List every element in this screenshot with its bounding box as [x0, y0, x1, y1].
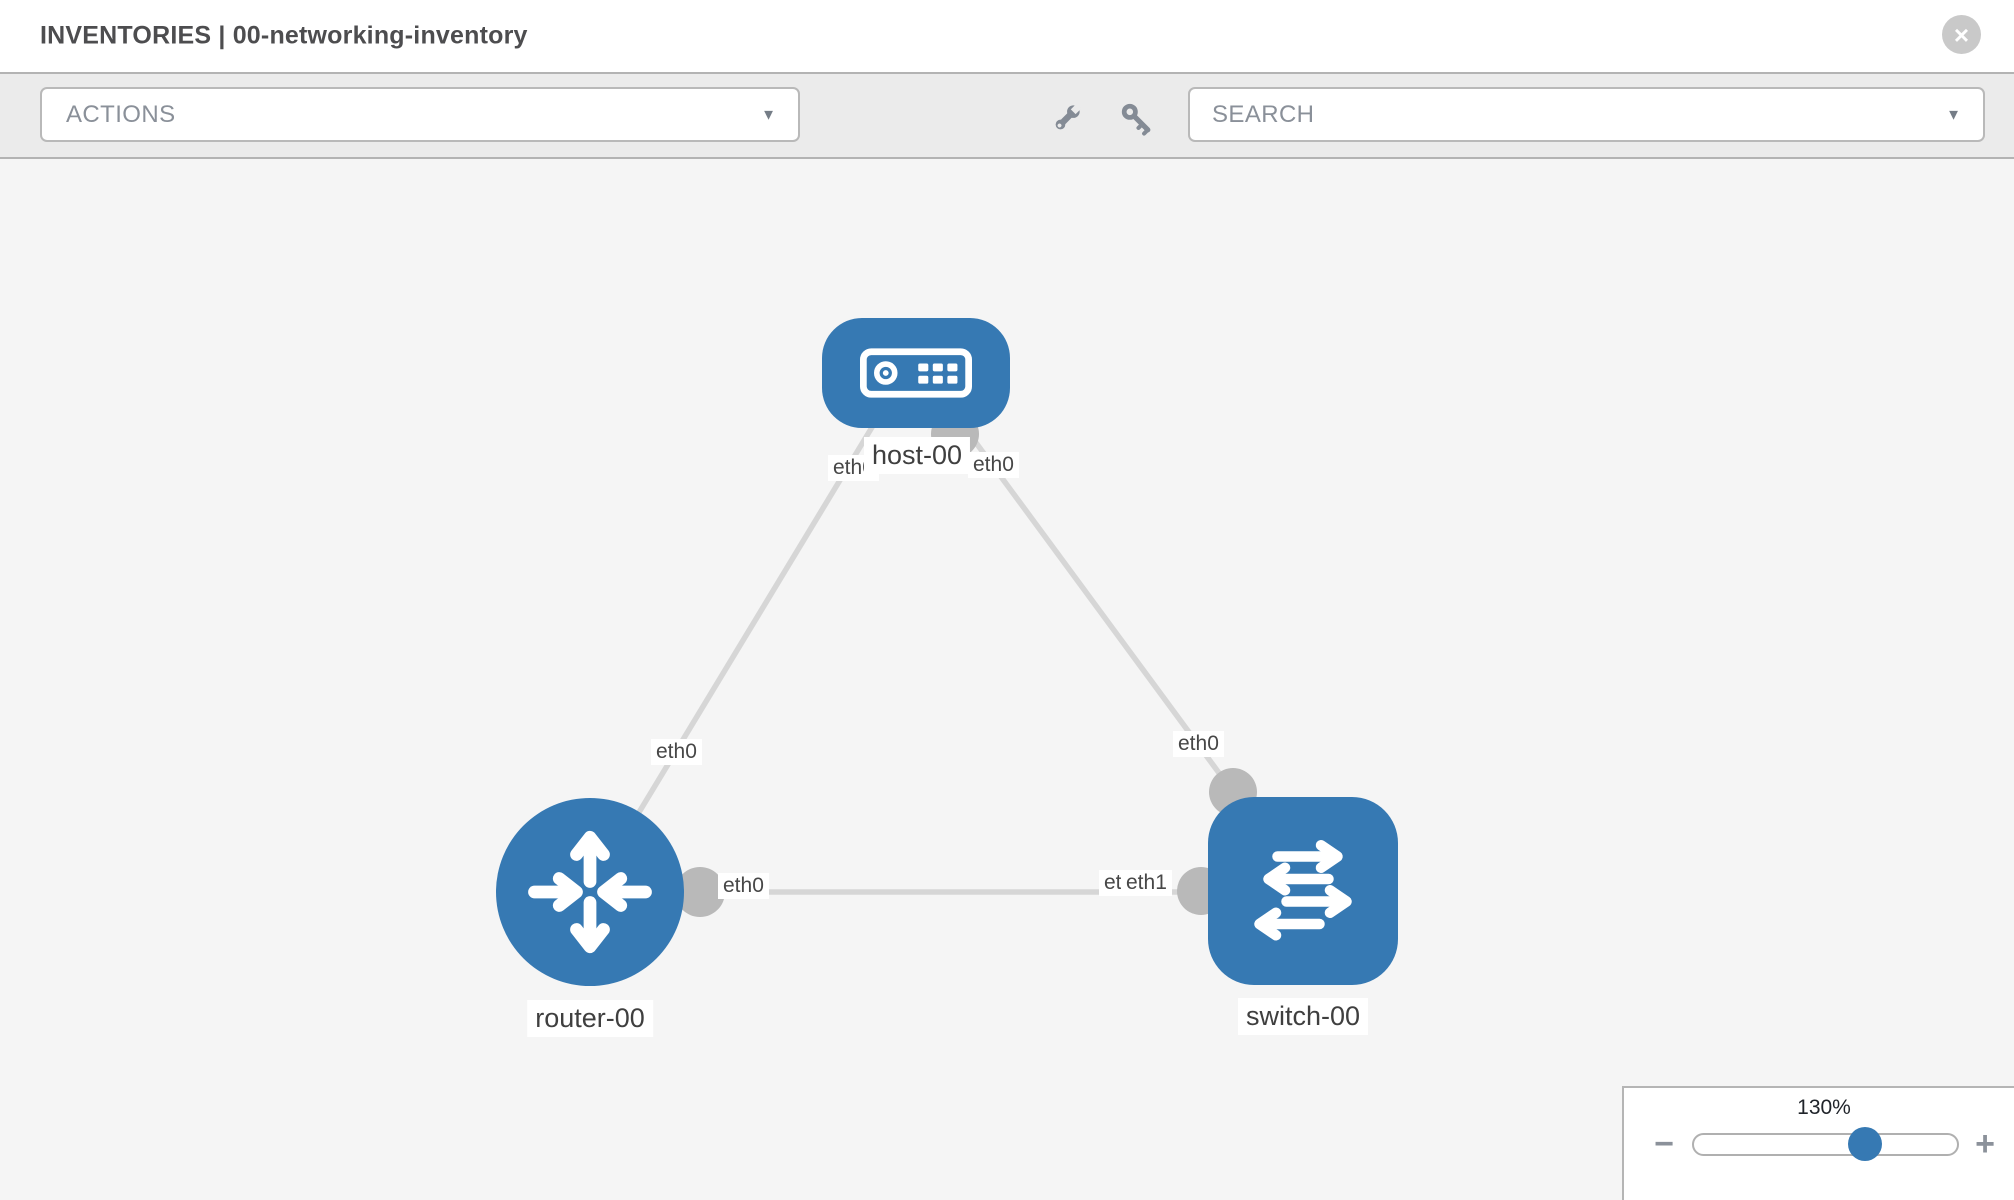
interface-label: eth1 — [1121, 870, 1172, 896]
zoom-slider-knob[interactable] — [1848, 1127, 1882, 1161]
interface-label: eth0 — [718, 873, 769, 899]
node-label-switch-00: switch-00 — [1237, 998, 1369, 1035]
page-title: INVENTORIES | 00-networking-inventory — [40, 21, 528, 50]
close-icon: × — [1953, 19, 1970, 50]
configure-tools-button[interactable] — [1045, 96, 1089, 140]
zoom-control-panel: 130% − + — [1622, 1086, 2014, 1200]
switch-icon — [1254, 840, 1352, 941]
wrench-icon — [1055, 103, 1082, 130]
search-dropdown[interactable]: ▼ — [1188, 87, 1985, 142]
actions-dropdown[interactable]: ACTIONS ▼ — [40, 87, 800, 142]
zoom-level-label: 130% — [1797, 1096, 1851, 1119]
node-switch-00[interactable] — [1208, 797, 1398, 985]
topology-canvas[interactable]: eth0 eth0 eth0 eth0 eth0 eth0 eth1 host-… — [0, 159, 2014, 1200]
node-router-00[interactable] — [496, 798, 684, 986]
zoom-out-button[interactable]: − — [1644, 1124, 1684, 1164]
host-icon — [860, 348, 972, 398]
node-host-00[interactable] — [822, 318, 1010, 428]
interface-label: eth0 — [968, 452, 1019, 478]
zoom-in-button[interactable]: + — [1965, 1124, 2005, 1164]
search-input[interactable] — [1190, 89, 1983, 140]
interface-connector — [675, 867, 725, 917]
node-label-router-00: router-00 — [527, 1000, 653, 1037]
node-label-host-00: host-00 — [863, 437, 971, 474]
zoom-slider-track[interactable] — [1692, 1133, 1959, 1156]
header: INVENTORIES | 00-networking-inventory × — [0, 0, 2014, 72]
credentials-button[interactable] — [1114, 96, 1158, 140]
topology-links-layer — [635, 410, 1257, 917]
plus-icon: + — [1975, 1125, 1995, 1163]
interface-label: eth0 — [651, 739, 702, 765]
interface-label: eth0 — [1173, 731, 1224, 757]
close-panel-button[interactable]: × — [1942, 15, 1981, 54]
key-icon — [1121, 103, 1151, 136]
actions-dropdown-label: ACTIONS — [66, 100, 176, 128]
router-icon — [528, 830, 652, 954]
chevron-down-icon: ▼ — [761, 106, 776, 123]
minus-icon: − — [1654, 1125, 1674, 1163]
toolbar: ACTIONS ▼ ▼ — [0, 72, 2014, 159]
link-host-switch — [957, 419, 1236, 794]
